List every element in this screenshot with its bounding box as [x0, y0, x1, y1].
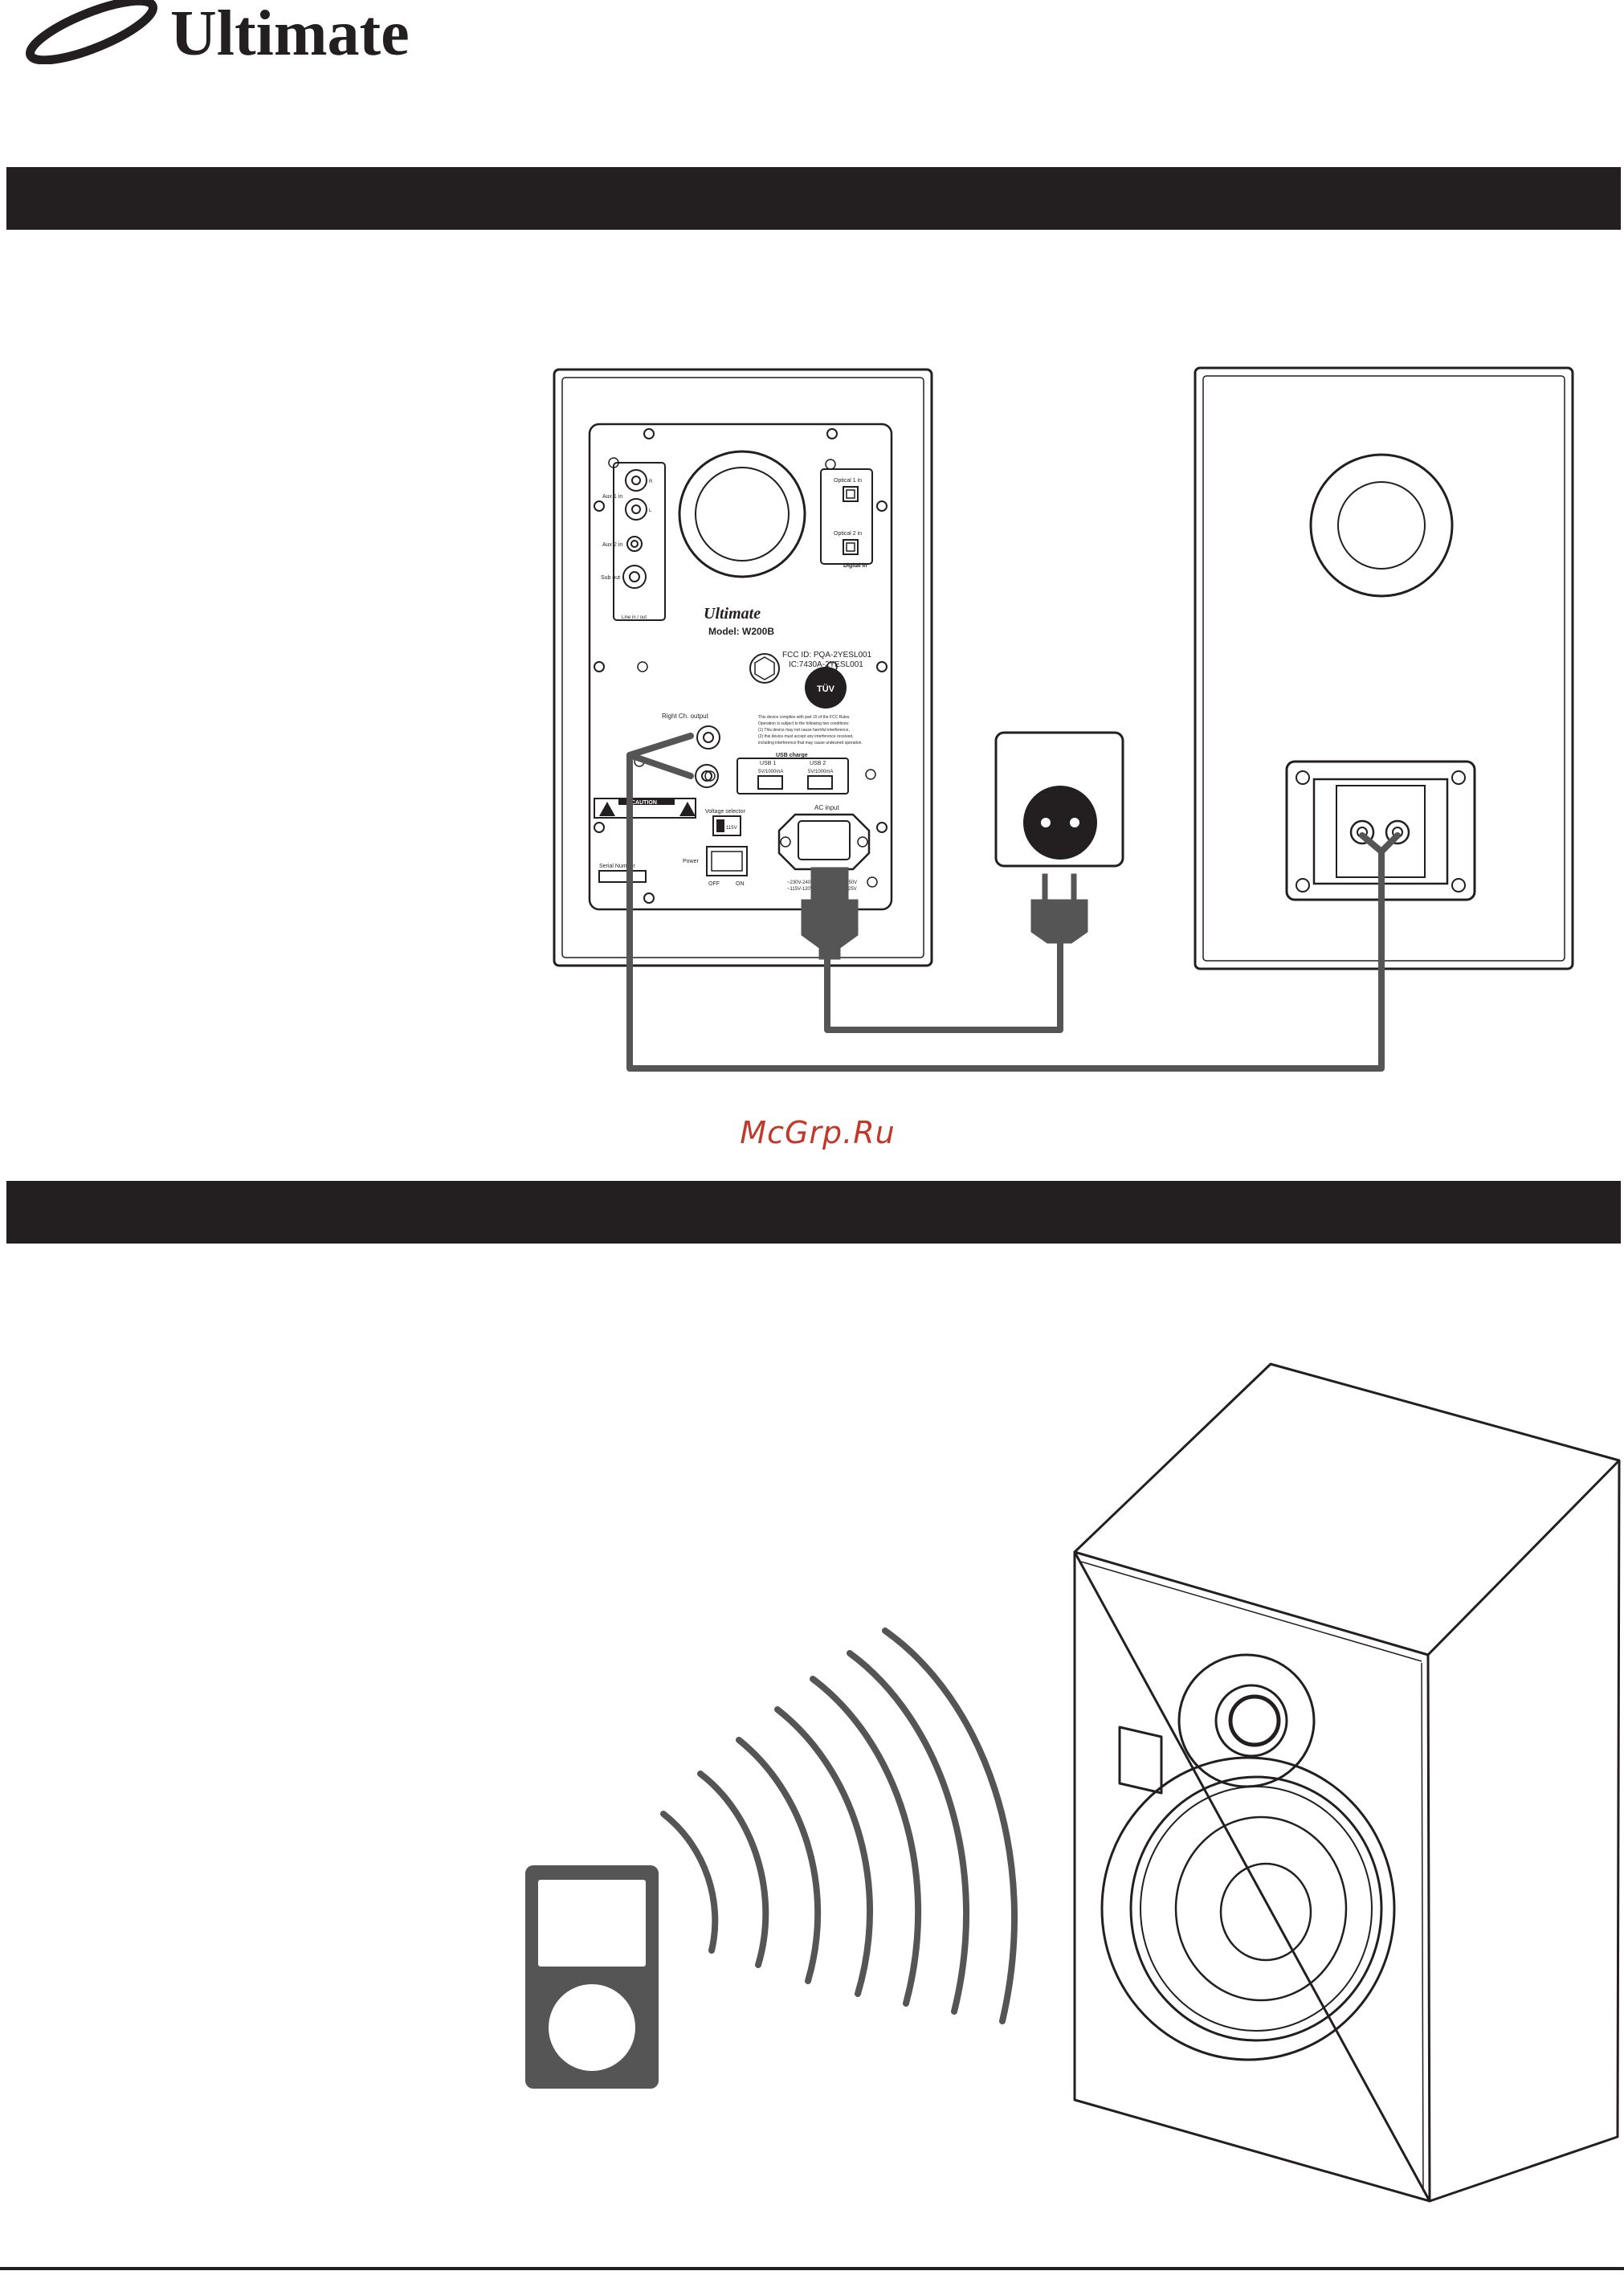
panel-on-label: ON — [736, 881, 745, 887]
panel-usb2-label: USB 2 — [810, 761, 826, 766]
section-header-band-1 — [6, 167, 1621, 230]
front-port — [1118, 1726, 1163, 1795]
page-bottom-rule — [0, 2267, 1624, 2270]
power-cable — [824, 940, 1063, 1033]
watermark: McGrp.Ru — [740, 1115, 896, 1150]
panel-off-label: OFF — [708, 881, 720, 887]
speaker-cable — [626, 733, 1401, 1072]
panel-caution-label: CAUTION — [631, 800, 657, 806]
iec-power-connector — [801, 867, 859, 960]
panel-digital-in-label: Digital in — [843, 563, 867, 569]
panel-optical2-label: Optical 2 in — [834, 531, 862, 537]
panel-serial-label: Serial Number — [599, 864, 635, 869]
panel-right-ch-label: Right Ch. output — [662, 713, 709, 720]
panel-voltage-value: 115V — [726, 826, 737, 831]
tuv-badge — [805, 667, 847, 709]
panel-aux1-l-label: L — [649, 509, 652, 513]
panel-voltage-selector-label: Voltage selector — [705, 809, 745, 815]
active-speaker-rear — [553, 368, 933, 967]
panel-fcc-statement-3: (1) This device may not cause harmful in… — [758, 728, 850, 733]
panel-tuv-mark: TÜV — [817, 684, 835, 694]
section-header-band-2 — [6, 1181, 1621, 1244]
panel-fcc-statement-1: This device complies with part 15 of the… — [758, 715, 851, 720]
sub-out-jack — [622, 565, 647, 589]
panel-usb-charge-label: USB charge — [776, 753, 808, 758]
right-ch-negative — [695, 764, 719, 788]
panel-power-label: Power — [683, 859, 700, 864]
serial-number-box — [598, 870, 647, 883]
panel-line-io-label: Line in / out — [622, 615, 647, 620]
wireless-signal-icon — [660, 1628, 1018, 2024]
power-plug — [1030, 873, 1088, 944]
terminal-negative — [1385, 819, 1410, 845]
aux2-jack — [626, 536, 643, 552]
panel-model: Model: W200B — [708, 626, 774, 637]
usb1-port — [757, 775, 783, 790]
media-player-icon — [525, 1865, 659, 2089]
panel-usb2-spec: 5V/1000mA — [808, 770, 833, 774]
wall-outlet — [994, 731, 1124, 868]
power-switch — [706, 846, 748, 876]
mount-bolt — [749, 653, 780, 684]
panel-aux1-label: Aux 1 in — [602, 494, 622, 500]
panel-sub-out-label: Sub out — [601, 575, 620, 581]
bass-port — [678, 450, 806, 578]
panel-aux1-r-label: R — [649, 480, 653, 484]
woofer — [1100, 1756, 1396, 2061]
panel-ac-input-label: AC input — [814, 804, 839, 811]
speaker-3d — [1073, 1362, 1621, 2203]
brand-logo: Ultimate — [26, 0, 410, 64]
cables — [626, 733, 1401, 1072]
usb2-port — [807, 775, 833, 790]
panel-fcc-statement-4: (2) this device must accept any interfer… — [758, 734, 853, 739]
optical2-port — [843, 539, 859, 555]
optical1-port — [843, 486, 859, 502]
usb-block — [737, 758, 849, 794]
panel-fcc-statement-2: Operation is subject to the following tw… — [758, 721, 849, 726]
voltage-selector — [712, 815, 741, 836]
panel-fcc-id: FCC ID: PQA-2YESL001 — [782, 651, 872, 660]
panel-fcc-statement-5: including interference that may cause un… — [758, 741, 863, 745]
terminal-positive — [1349, 819, 1375, 845]
digital-io-block — [820, 468, 873, 565]
panel-optical1-label: Optical 1 in — [834, 478, 862, 484]
panel-aux2-label: Aux 2 in — [602, 542, 622, 548]
panel-usb1-spec: 5V/1000mA — [758, 770, 783, 774]
panel-ic-id: IC:7430A-2YESL001 — [789, 660, 863, 669]
passive-port — [1309, 453, 1454, 598]
aux1-l-jack — [625, 498, 647, 521]
line-io-block — [613, 462, 666, 621]
logo-wordmark: Ultimate — [170, 0, 410, 64]
right-ch-positive — [696, 725, 720, 749]
logo-swoosh-icon — [26, 0, 157, 64]
aux1-r-jack — [625, 469, 647, 492]
panel-brand: Ultimate — [704, 605, 761, 623]
panel-usb1-label: USB 1 — [760, 761, 776, 766]
ac-input-socket — [777, 813, 871, 871]
